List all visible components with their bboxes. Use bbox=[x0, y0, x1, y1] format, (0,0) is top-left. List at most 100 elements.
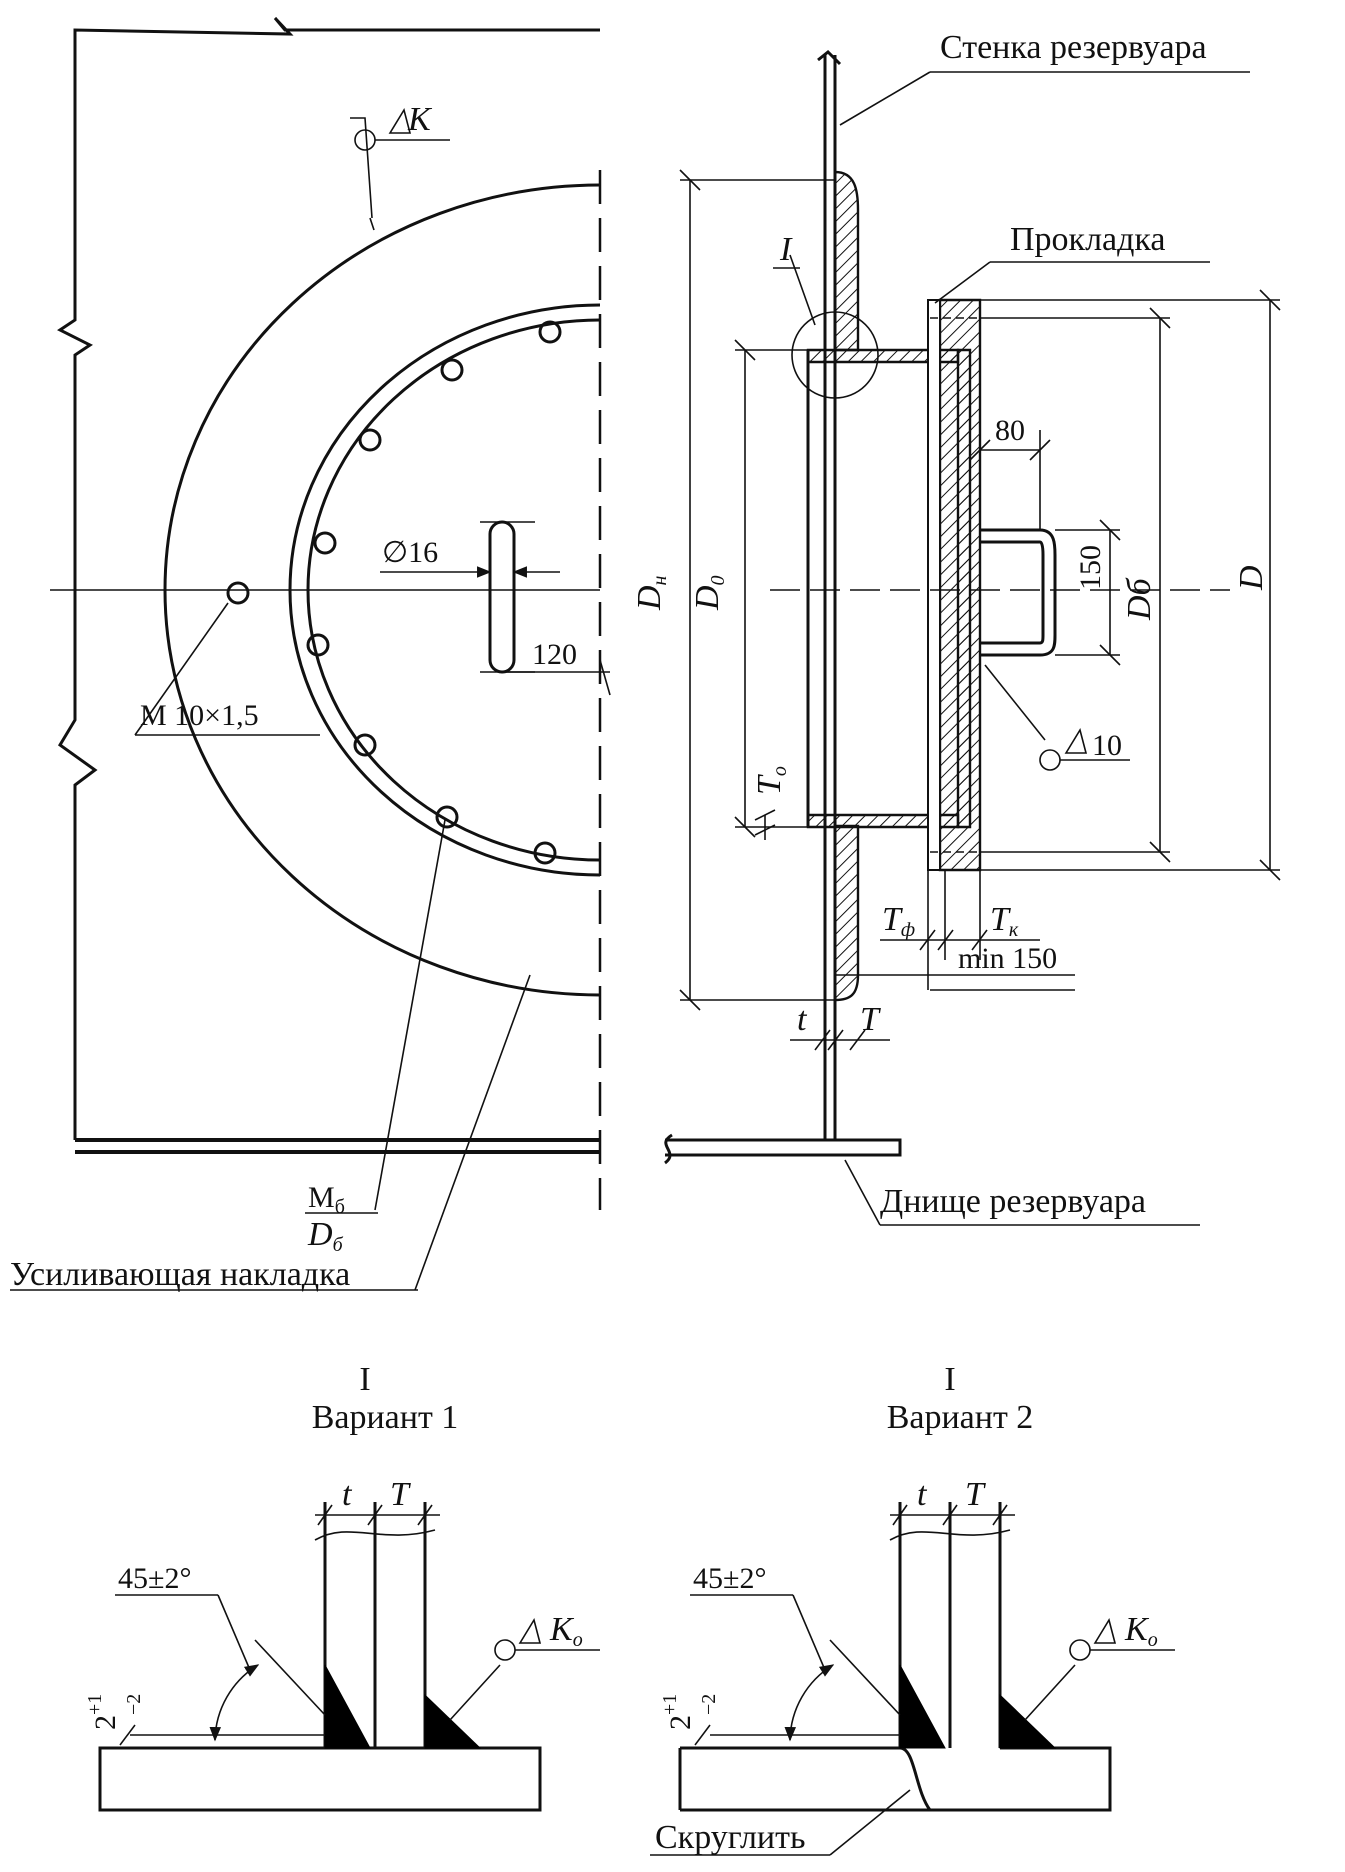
min150-label: min 150 bbox=[958, 942, 1057, 975]
dim-tick bbox=[694, 1724, 711, 1746]
dim-tick bbox=[417, 1504, 433, 1526]
bottom-break bbox=[663, 1133, 673, 1165]
flange-plate bbox=[938, 298, 982, 872]
thread-leader bbox=[134, 602, 229, 736]
dim-tick bbox=[734, 816, 756, 838]
dim-tick bbox=[1259, 289, 1281, 311]
label-tank-wall: Стенка резервуара bbox=[940, 29, 1207, 66]
dim-tick bbox=[679, 169, 701, 191]
reinforce-lower bbox=[833, 824, 860, 1002]
detail1-T: T bbox=[390, 1476, 411, 1513]
handle-150-label: 150 bbox=[1074, 545, 1107, 590]
detail1-weld-leader bbox=[449, 1664, 501, 1721]
detail2-base bbox=[680, 1746, 1112, 1812]
detail1-bevel-ref bbox=[254, 1639, 326, 1716]
detail2-gap-tol-down: −2 bbox=[698, 1694, 720, 1715]
handle bbox=[980, 528, 1057, 657]
dim-tick bbox=[1259, 859, 1281, 881]
wall-outline bbox=[57, 16, 600, 1140]
bolt-hole bbox=[538, 320, 562, 344]
detail2-title: Вариант 2 bbox=[887, 1399, 1034, 1436]
T-label: T bbox=[860, 1001, 881, 1038]
detail1-angle-arc bbox=[209, 1664, 260, 1742]
dim-tick bbox=[919, 929, 936, 951]
dim-tick bbox=[679, 989, 701, 1011]
weld-k-leader bbox=[369, 217, 375, 231]
bottom-leader bbox=[844, 1159, 881, 1226]
detail1-base bbox=[98, 1746, 542, 1812]
detail1-weld-left bbox=[324, 1664, 371, 1749]
bolt-hole bbox=[533, 841, 557, 865]
detail2-angle: 45±2° bbox=[693, 1562, 766, 1595]
t-label: t bbox=[797, 1001, 808, 1038]
flange-inner bbox=[306, 318, 601, 862]
detail2-break bbox=[889, 1529, 1011, 1541]
weld-triangle-icon bbox=[1064, 727, 1088, 754]
dim-tick bbox=[827, 1029, 844, 1051]
d-label: D bbox=[1233, 565, 1270, 591]
detail1-mark: I bbox=[359, 1361, 370, 1398]
detail2-weld-left bbox=[899, 1664, 946, 1749]
detail2-angle-leader bbox=[792, 1594, 826, 1671]
dim-tick bbox=[969, 439, 991, 461]
dim-tick bbox=[849, 1029, 866, 1051]
thread-label: M 10×1,5 bbox=[140, 699, 259, 732]
detail-variant-1 bbox=[98, 1502, 600, 1812]
detail1-break bbox=[314, 1529, 436, 1541]
detail2-gap: 2+1 bbox=[659, 1694, 697, 1730]
handle-inner bbox=[980, 540, 1045, 645]
dim-tick bbox=[814, 1029, 831, 1051]
detail1-angle: 45±2° bbox=[118, 1562, 191, 1595]
dim-tick bbox=[754, 824, 776, 836]
d0-label: D0 bbox=[689, 575, 729, 611]
plate-leader bbox=[414, 974, 531, 1291]
slot-dim-tick bbox=[599, 659, 611, 696]
gasket bbox=[927, 299, 941, 871]
dim-tick bbox=[992, 1504, 1008, 1526]
bolt-m-label: Mб bbox=[308, 1181, 345, 1218]
label-gasket: Прокладка bbox=[1010, 221, 1166, 258]
dim-tick bbox=[367, 1504, 383, 1526]
weld-k-label: K bbox=[407, 101, 433, 138]
dn-label: Dн bbox=[631, 575, 671, 611]
detail-circle bbox=[791, 311, 879, 399]
weld10-circle bbox=[1039, 749, 1061, 771]
detail2-T: T bbox=[965, 1476, 986, 1513]
bolt-hole bbox=[435, 805, 459, 829]
weld-triangle-icon bbox=[518, 1617, 542, 1644]
detail-variant-2 bbox=[650, 1502, 1175, 1856]
bolt-hole bbox=[353, 733, 377, 757]
tf-label: Tф bbox=[882, 901, 915, 941]
detail1-gap: 2+1 bbox=[84, 1694, 122, 1730]
bottom-plate bbox=[665, 1138, 902, 1157]
weld-k-leader bbox=[350, 117, 373, 219]
dim-tick bbox=[1029, 439, 1051, 461]
detail1-angle-leader bbox=[217, 1594, 251, 1671]
bolt-hole bbox=[440, 358, 464, 382]
wall-break bbox=[817, 49, 842, 66]
bolt-leader bbox=[374, 819, 446, 1211]
detail1-title: Вариант 1 bbox=[312, 1399, 459, 1436]
dim-tick bbox=[119, 1724, 136, 1746]
weld-triangle-icon bbox=[1093, 1617, 1117, 1644]
slot-length-label: 120 bbox=[532, 638, 577, 671]
weld-triangle-icon bbox=[388, 107, 412, 134]
detail2-weld-circle bbox=[1069, 1639, 1091, 1661]
dim-tick bbox=[937, 929, 954, 951]
detail1-weld-right bbox=[424, 1693, 482, 1749]
threaded-hole bbox=[226, 581, 250, 605]
bolt-hole bbox=[358, 428, 382, 452]
dim-tick bbox=[1149, 307, 1171, 329]
reinforce-upper bbox=[833, 170, 860, 352]
dim-tick bbox=[892, 1504, 908, 1526]
dim-tick bbox=[754, 809, 776, 821]
weld-k-circle bbox=[354, 129, 376, 151]
detail2-t: t bbox=[917, 1476, 928, 1513]
detail2-bevel-ref bbox=[829, 1639, 901, 1716]
label-tank-bottom: Днище резервуара bbox=[880, 1183, 1146, 1220]
dim-tick bbox=[971, 929, 988, 951]
bolt-hole bbox=[313, 531, 337, 555]
dim-tick bbox=[734, 339, 756, 361]
dim-tick bbox=[1099, 519, 1121, 541]
